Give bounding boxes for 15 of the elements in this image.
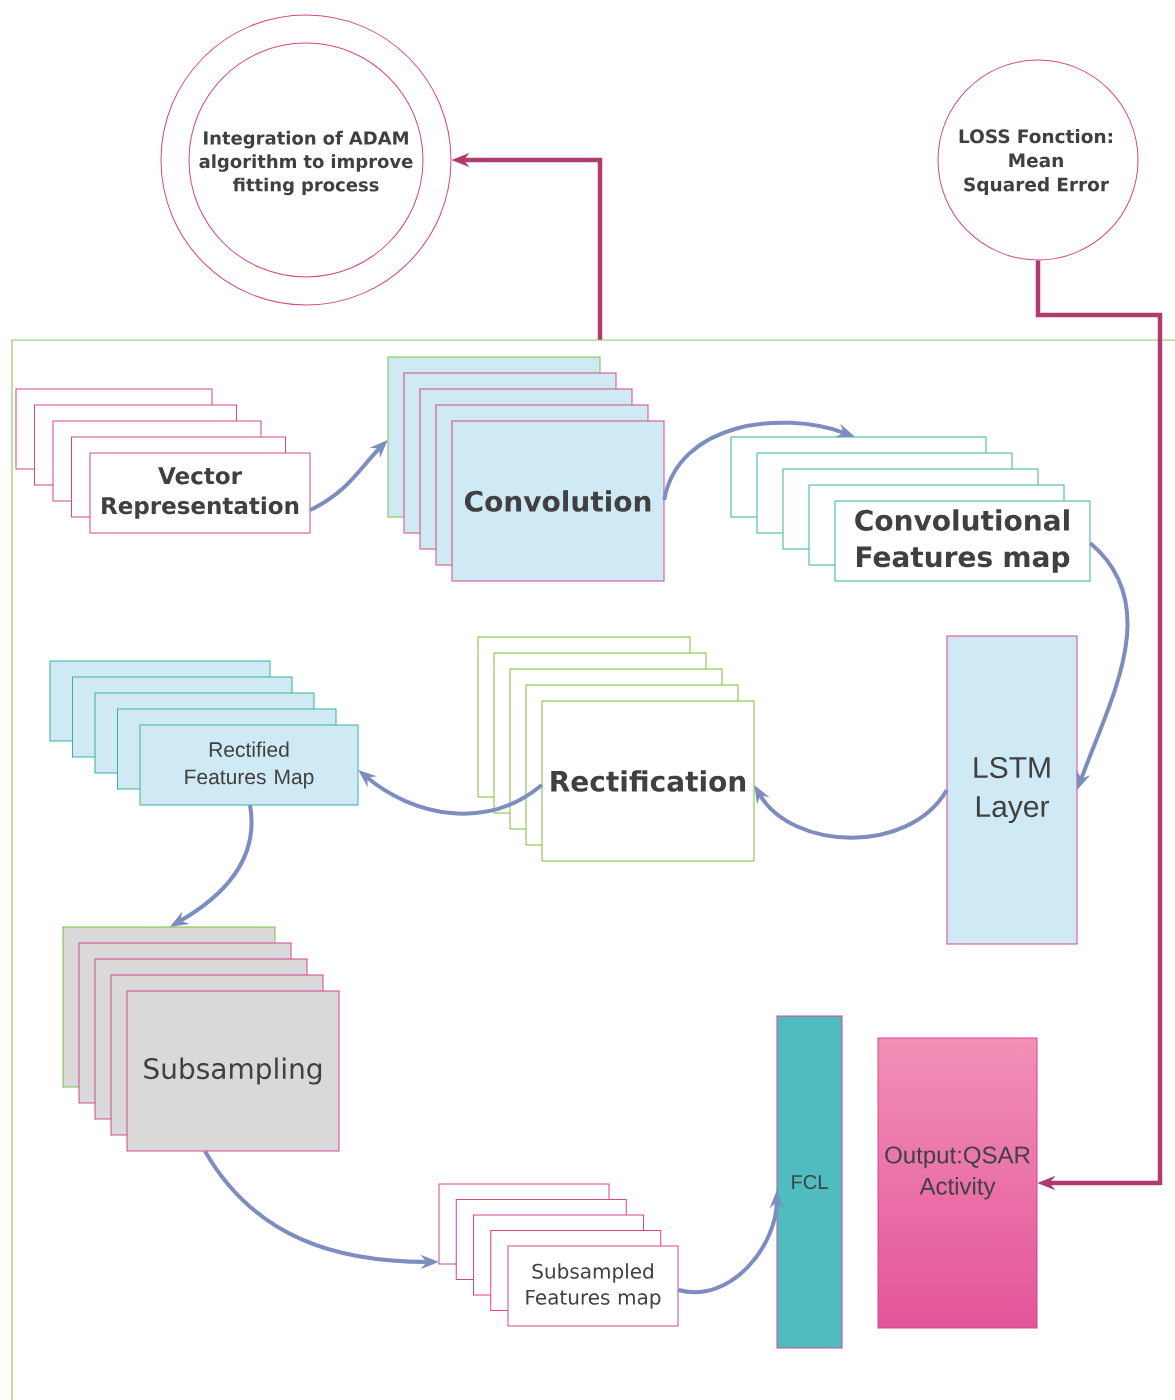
layer-stack: Subsampled Features map <box>438 1183 679 1327</box>
layer-stack: Convolutional Features map <box>730 436 1091 582</box>
layer-box: LSTM Layer <box>946 635 1078 945</box>
node-label: Subsampled Features map <box>526 1263 661 1309</box>
layer-stack: Rectified Features Map <box>49 660 359 806</box>
arrow <box>1035 260 1163 1191</box>
frame <box>11 339 1175 1400</box>
layer-stack: Convolution <box>387 356 665 582</box>
node-label: Rectified Features Map <box>185 741 314 789</box>
layer-stack: Rectification <box>477 636 755 862</box>
layer-stack: Vector Representation <box>15 388 311 534</box>
layer-bar: FCL <box>776 1015 843 1349</box>
node-label: Features map <box>857 546 1070 573</box>
output-box: Output:QSAR Activity <box>877 1037 1038 1329</box>
layer-stack: Subsampling <box>62 926 340 1152</box>
